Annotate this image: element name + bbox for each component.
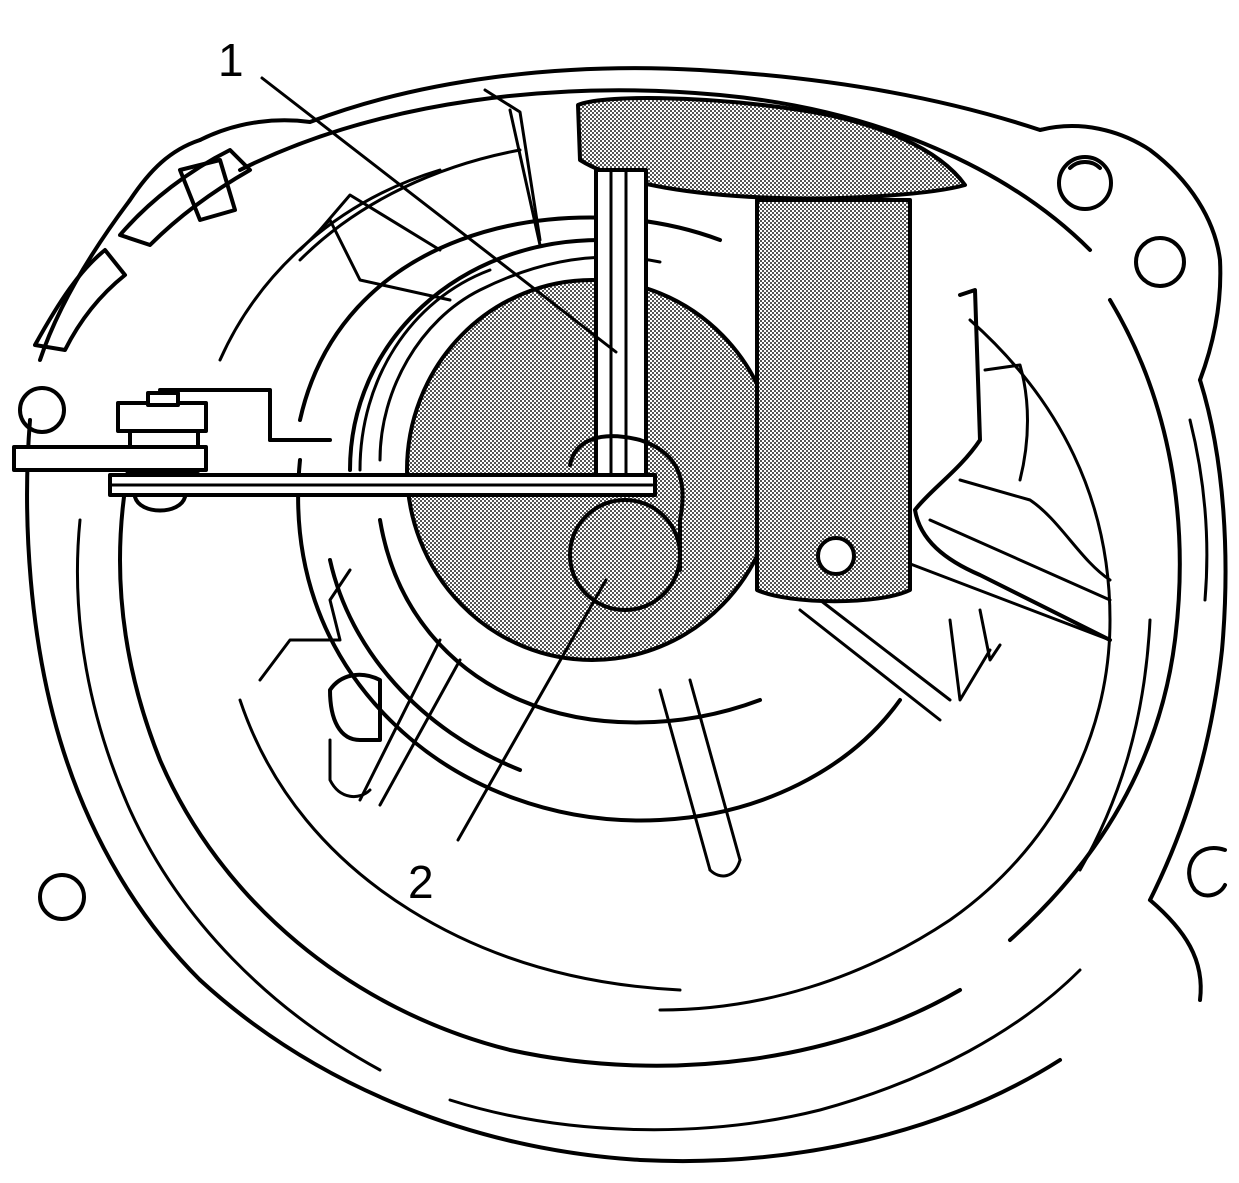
bolt-hole-right-upper	[1134, 236, 1186, 288]
bolt-hole-right-lower	[1187, 846, 1227, 898]
tool-plunger-rod	[594, 168, 648, 482]
pump-ring	[296, 88, 1112, 878]
gauge-clamp-screw	[146, 391, 180, 407]
housing-flange	[25, 66, 1228, 1164]
pin-cross-hole	[816, 536, 856, 576]
callout-2-label: 2	[408, 856, 434, 908]
special-tool	[576, 96, 967, 604]
gauge-arm	[12, 445, 208, 472]
slot-and-pin	[568, 434, 685, 612]
tool-guide-pin	[755, 198, 912, 604]
round-pin	[568, 498, 682, 612]
slot-outline	[568, 434, 685, 572]
callout-leaders	[260, 76, 618, 842]
bore-rim	[348, 238, 602, 472]
gauge-lower-screw	[133, 495, 187, 513]
gauge-clamp-block	[116, 401, 208, 433]
bolt-hole-left-lower	[38, 873, 86, 921]
right-bracket	[913, 288, 1112, 702]
callout-2-leader	[456, 578, 608, 842]
callout-1-leader	[260, 76, 618, 354]
bolt-hole-left-upper	[18, 386, 66, 434]
left-bracket	[18, 155, 1227, 921]
callout-1-label: 1	[218, 34, 244, 86]
straight-edge-gauge	[12, 391, 657, 513]
bolt-hole-top-right	[1057, 155, 1113, 211]
tool-cap	[576, 96, 967, 201]
